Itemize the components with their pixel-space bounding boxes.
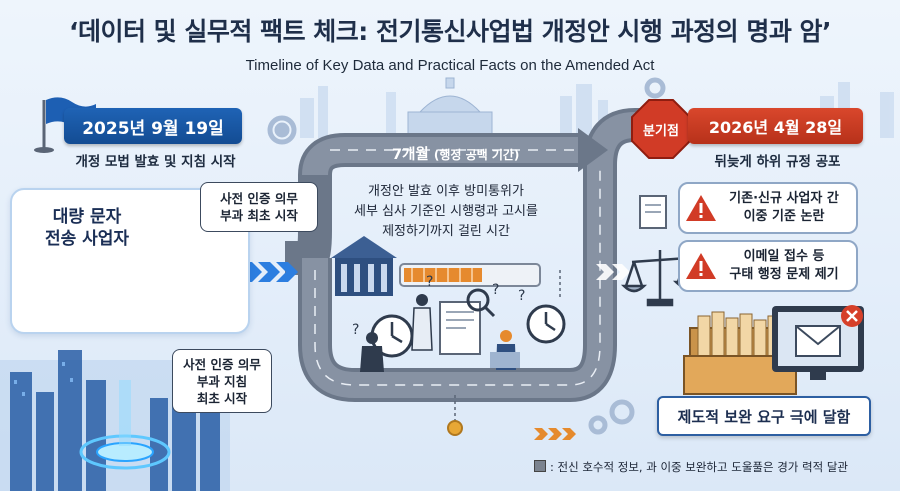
document-review-icon: ? ? ? ? [352,274,525,372]
document-icon [639,195,667,229]
sender-title: 대량 문자 전송 사업자 [44,207,130,249]
svg-text:?: ? [492,282,499,298]
speech-bubble-certification: 사전 인증 의무 부과 최초 시작 [200,182,318,232]
svg-text:?: ? [426,274,433,290]
speech-bubble-guideline: 사전 인증 의무 부과 지침 최초 시작 [172,349,272,413]
issue-double-standard: 기존·신규 사업자 간 이중 기준 논란 [678,182,858,234]
end-caption: 뒤늦게 하위 규정 공포 [714,154,841,170]
progress-bar [399,263,541,287]
page-subtitle: Timeline of Key Data and Practical Facts… [245,57,655,74]
warning-icon [686,253,716,279]
start-caption: 개정 모법 발효 및 지침 시작 [75,154,236,170]
conclusion-banner: 제도적 보완 요구 극에 달함 [657,396,871,436]
road-arrowhead [578,128,608,172]
footnote: : 전신 호수적 정보, 과 이중 보완하고 도울풀은 경가 력적 달관 [534,459,896,475]
branch-point-octagon [631,99,691,159]
end-date-badge: 2026년 4월 28일 [688,108,863,144]
warning-icon [686,195,716,221]
gap-period-note: (행정 공백 기간) [433,148,520,162]
issue-email-admin: 이메일 접수 등 구태 행정 문제 제기 [678,240,858,292]
svg-text:?: ? [518,288,525,304]
gap-period-label: 7개월 (행정 공백 기간) [392,147,520,163]
branch-point-badge: 분기점 [632,100,690,158]
start-date-badge: 2025년 9월 19일 [64,108,242,144]
sender-card: 대량 문자 전송 사업자 [10,188,250,334]
svg-text:?: ? [352,322,359,338]
capitol-building-icon [401,77,499,140]
government-building-icon [331,236,397,296]
location-pin-icon [447,395,463,436]
branch-point-label: 분기점 [643,123,679,139]
email-monitor-icon [772,305,864,380]
legend-swatch-icon [534,460,546,472]
city-skyline-icon [0,350,230,491]
gear-icon [267,77,666,435]
gap-description: 개정안 발효 이후 방미통위가 세부 심사 기준인 시행령과 고시를 제정하기까… [354,184,538,239]
page-title: ‘데이터 및 실무적 팩트 체크: 전기통신사업법 개정안 시행 과정의 명과 … [68,17,832,46]
